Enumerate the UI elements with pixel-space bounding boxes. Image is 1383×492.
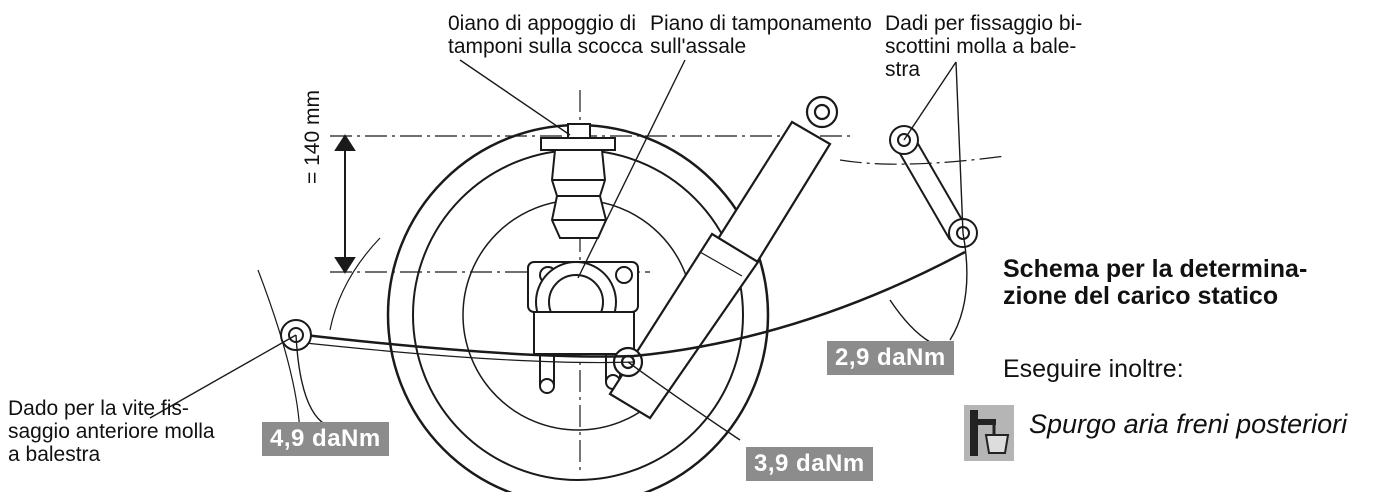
- shock-absorber: [608, 95, 839, 420]
- operation-label: Spurgo aria freni posteriori: [1029, 409, 1348, 439]
- leaf-spring: [295, 250, 966, 364]
- also-label: Eseguire inoltre:: [1003, 355, 1184, 383]
- torque-badge-front-bolt: 4,9 daNm: [262, 422, 389, 456]
- torque-badge-shock-lower: 3,9 daNm: [746, 447, 873, 481]
- dimension-label: = 140 mm: [301, 90, 324, 184]
- torque-badge-shackle: 2,9 daNm: [827, 341, 954, 375]
- body-outline: [257, 237, 381, 441]
- label-front-bolt-nut: Dado per la vite fis-saggio anteriore mo…: [8, 397, 215, 466]
- leader-lines: [149, 59, 968, 441]
- label-shackle-nuts: Dadi per fissaggio bi-scottini molla a b…: [885, 12, 1083, 81]
- shackle: [889, 125, 978, 248]
- bump-stop: [540, 123, 616, 239]
- brake-bleed-icon: [964, 405, 1014, 461]
- side-title: Schema per la determina-zione del carico…: [1003, 255, 1308, 310]
- axle-housing: [527, 261, 639, 394]
- dimension-arrow: [334, 134, 356, 274]
